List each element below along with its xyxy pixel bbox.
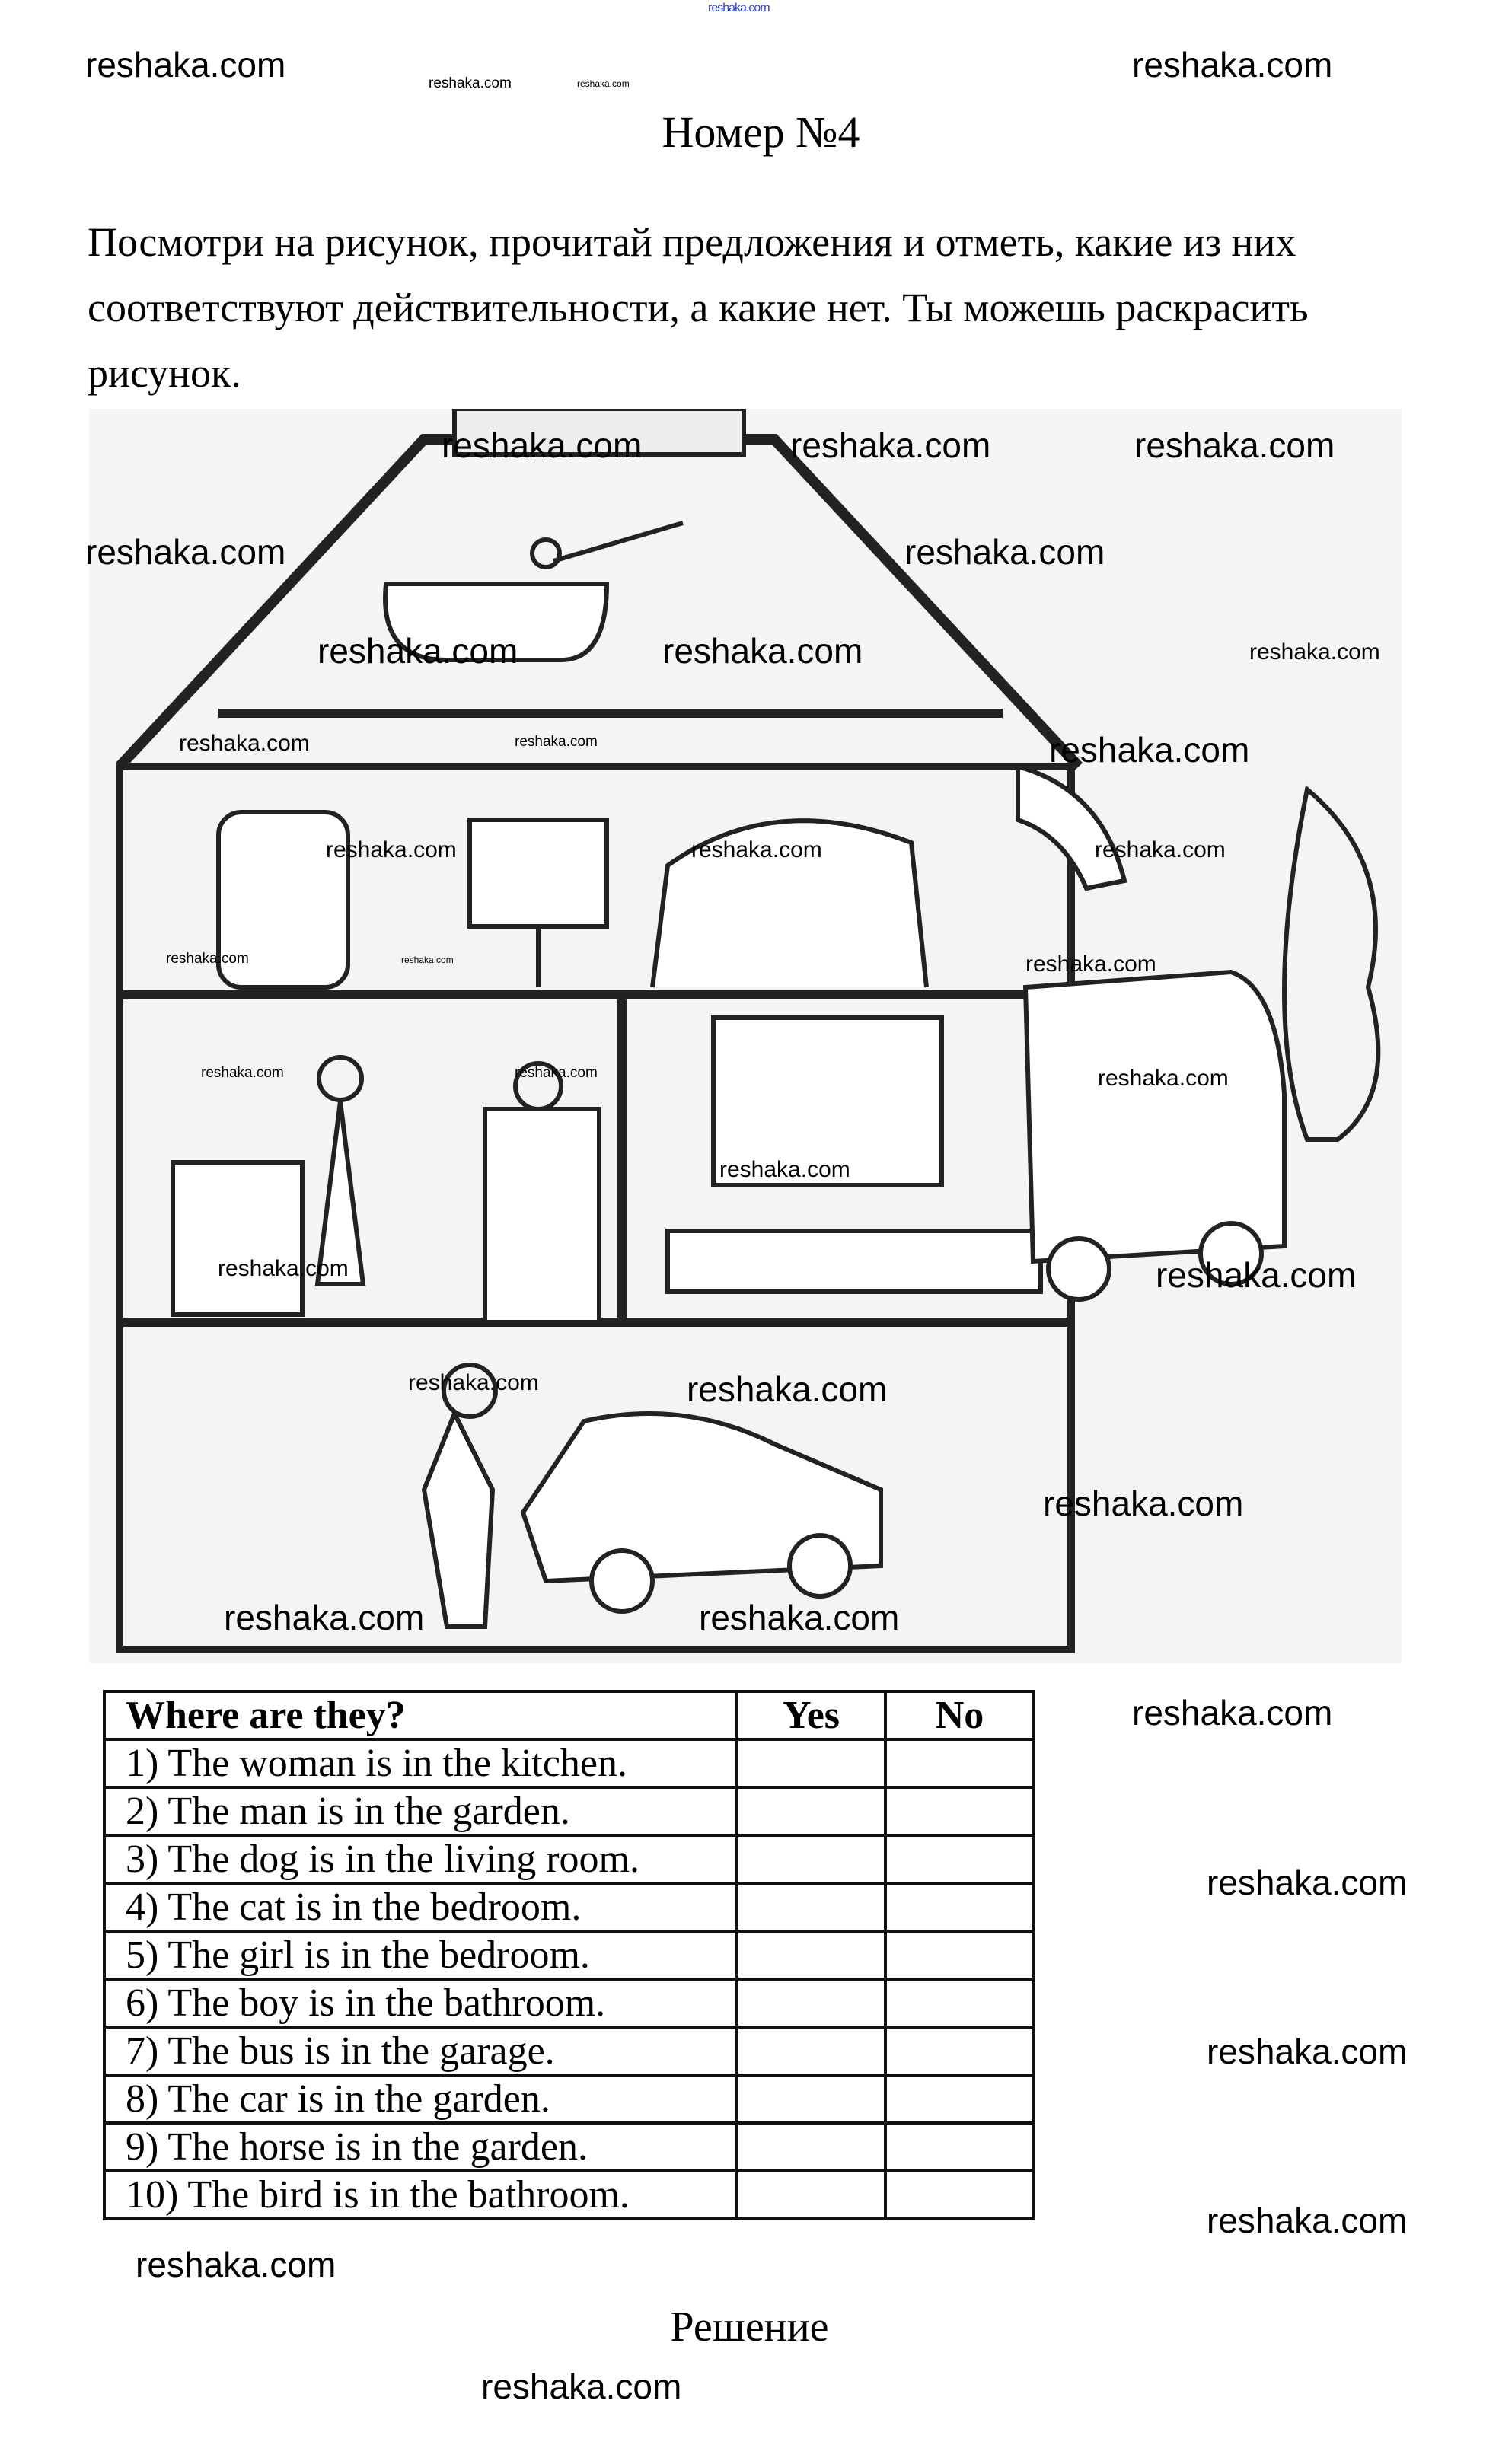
watermark: reshaka.com — [790, 426, 991, 465]
header-no: No — [884, 1690, 1035, 1741]
table-row: 4) The cat is in the bedroom. — [103, 1882, 1035, 1933]
table-row: 5) The girl is in the bedroom. — [103, 1930, 1035, 1981]
watermark: reshaka.com — [515, 1065, 598, 1081]
watermark: reshaka.com — [429, 75, 512, 91]
watermark: reshaka.com — [1043, 1484, 1244, 1523]
watermark: reshaka.com — [317, 631, 518, 671]
site-mark[interactable]: reshaka.com — [708, 2, 770, 14]
watermark: reshaka.com — [577, 78, 630, 89]
watermark: reshaka.com — [904, 532, 1105, 572]
yes-cell[interactable] — [735, 1930, 887, 1981]
statement: 10) The bird is in the bathroom. — [103, 2169, 738, 2220]
no-cell[interactable] — [884, 1738, 1035, 1789]
watermark: reshaka.com — [1207, 2201, 1408, 2240]
no-cell[interactable] — [884, 1786, 1035, 1837]
no-cell[interactable] — [884, 1930, 1035, 1981]
statement: 6) The boy is in the bathroom. — [103, 1978, 738, 2029]
watermark: reshaka.com — [1249, 639, 1380, 665]
watermark: reshaka.com — [1095, 837, 1226, 862]
table-row: 6) The boy is in the bathroom. — [103, 1978, 1035, 2029]
watermark: reshaka.com — [442, 426, 643, 465]
watermark: reshaka.com — [662, 631, 863, 671]
no-cell[interactable] — [884, 2121, 1035, 2172]
no-cell[interactable] — [884, 2074, 1035, 2125]
yes-cell[interactable] — [735, 1738, 887, 1789]
task-instruction: Посмотри на рисунок, прочитай предложени… — [88, 219, 1309, 396]
header-question: Where are they? — [103, 1690, 738, 1741]
table-row: 8) The car is in the garden. — [103, 2074, 1035, 2125]
solution-heading: Решение — [670, 2303, 829, 2351]
watermark: reshaka.com — [1207, 1863, 1408, 1902]
no-cell[interactable] — [884, 2169, 1035, 2220]
yes-cell[interactable] — [735, 2026, 887, 2077]
watermark: reshaka.com — [408, 1370, 539, 1395]
statement: 3) The dog is in the living room. — [103, 1834, 738, 1885]
watermark: reshaka.com — [85, 45, 286, 84]
watermark: reshaka.com — [224, 1598, 425, 1637]
statement: 5) The girl is in the bedroom. — [103, 1930, 738, 1981]
table-row: 7) The bus is in the garage. — [103, 2026, 1035, 2077]
no-cell[interactable] — [884, 1882, 1035, 1933]
statement: 2) The man is in the garden. — [103, 1786, 738, 1837]
watermark: reshaka.com — [481, 2367, 682, 2406]
header-yes: Yes — [735, 1690, 887, 1741]
yes-cell[interactable] — [735, 1834, 887, 1885]
yes-cell[interactable] — [735, 1882, 887, 1933]
watermark: reshaka.com — [1207, 2032, 1408, 2071]
watermark: reshaka.com — [691, 837, 822, 862]
table-row: 2) The man is in the garden. — [103, 1786, 1035, 1837]
watermark: reshaka.com — [1049, 730, 1250, 770]
watermark: reshaka.com — [515, 734, 598, 750]
watermark: reshaka.com — [699, 1598, 900, 1637]
house-illustration — [89, 409, 1402, 1663]
watermark: reshaka.com — [85, 532, 286, 572]
answers-table: Where are they? Yes No 1) The woman is i… — [103, 1690, 1035, 2220]
no-cell[interactable] — [884, 2026, 1035, 2077]
yes-cell[interactable] — [735, 2169, 887, 2220]
yes-cell[interactable] — [735, 2074, 887, 2125]
watermark: reshaka.com — [1025, 951, 1156, 977]
statement: 9) The horse is in the garden. — [103, 2121, 738, 2172]
watermark: reshaka.com — [1132, 1693, 1333, 1732]
watermark: reshaka.com — [166, 951, 249, 967]
task-title: Номер №4 — [0, 107, 1499, 158]
watermark: reshaka.com — [218, 1256, 349, 1281]
table-row: 10) The bird is in the bathroom. — [103, 2169, 1035, 2220]
watermark: reshaka.com — [1098, 1066, 1229, 1091]
table-header-row: Where are they? Yes No — [103, 1690, 1035, 1741]
watermark: reshaka.com — [1134, 426, 1335, 465]
no-cell[interactable] — [884, 1834, 1035, 1885]
yes-cell[interactable] — [735, 1786, 887, 1837]
table-row: 3) The dog is in the living room. — [103, 1834, 1035, 1885]
statement: 1) The woman is in the kitchen. — [103, 1738, 738, 1789]
no-cell[interactable] — [884, 1978, 1035, 2029]
watermark: reshaka.com — [401, 955, 454, 965]
watermark: reshaka.com — [136, 2245, 336, 2284]
yes-cell[interactable] — [735, 2121, 887, 2172]
watermark: reshaka.com — [687, 1369, 888, 1409]
table-row: 1) The woman is in the kitchen. — [103, 1738, 1035, 1789]
yes-cell[interactable] — [735, 1978, 887, 2029]
statement: 4) The cat is in the bedroom. — [103, 1882, 738, 1933]
watermark: reshaka.com — [719, 1157, 850, 1182]
watermark: reshaka.com — [201, 1065, 284, 1081]
watermark: reshaka.com — [1132, 45, 1333, 84]
statement: 7) The bus is in the garage. — [103, 2026, 738, 2077]
watermark: reshaka.com — [179, 731, 310, 756]
table-row: 9) The horse is in the garden. — [103, 2121, 1035, 2172]
task-title-text: Номер №4 — [662, 107, 860, 157]
watermark: reshaka.com — [326, 837, 457, 862]
watermark: reshaka.com — [1156, 1255, 1357, 1295]
statement: 8) The car is in the garden. — [103, 2074, 738, 2125]
